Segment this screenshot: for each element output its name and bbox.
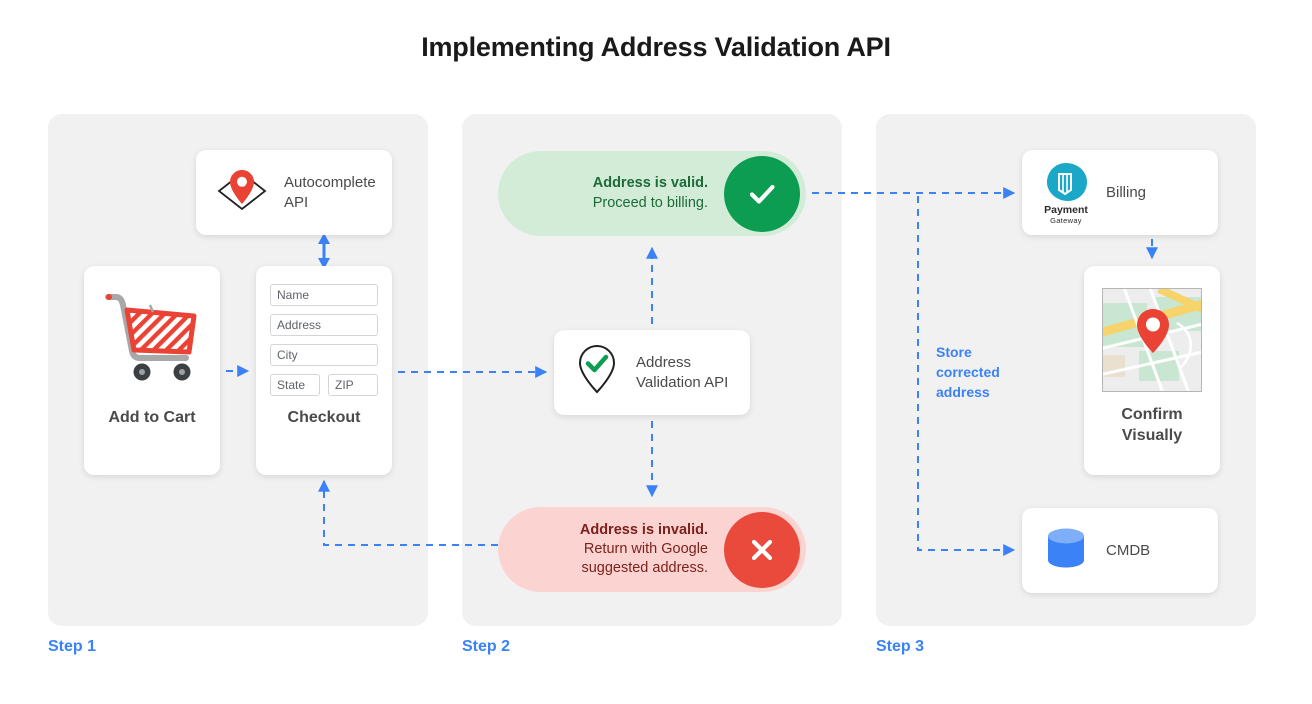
- page-title: Implementing Address Validation API: [421, 32, 891, 62]
- address-invalid-text: Address is invalid. Return with Google s…: [579, 521, 708, 577]
- step-3-label: Step 3: [876, 638, 925, 655]
- step-1-label: Step 1: [48, 638, 97, 655]
- store-corrected-address-note: Store corrected address: [936, 344, 1000, 400]
- cmdb-label: CMDB: [1106, 541, 1151, 559]
- shopping-cart-icon: [98, 288, 206, 391]
- map-thumbnail-icon: [1102, 288, 1202, 392]
- database-icon: [1040, 522, 1092, 579]
- confirm-visually-card[interactable]: Confirm Visually: [1084, 266, 1220, 475]
- city-field[interactable]: City: [270, 344, 378, 366]
- checkout-label: Checkout: [287, 409, 361, 426]
- cmdb-card[interactable]: CMDB: [1022, 508, 1218, 593]
- autocomplete-api-card[interactable]: Autocomplete API: [196, 150, 392, 235]
- pin-check-icon: [572, 342, 622, 403]
- check-icon: [724, 155, 800, 232]
- address-field[interactable]: Address: [270, 314, 378, 336]
- address-validation-api-card[interactable]: Address Validation API: [554, 330, 750, 415]
- autocomplete-api-label: Autocomplete API: [284, 174, 376, 211]
- state-field[interactable]: State: [270, 374, 320, 396]
- checkout-card[interactable]: Name Address City State ZIP Checkout: [256, 266, 392, 475]
- step-2-label: Step 2: [462, 638, 511, 655]
- billing-card[interactable]: Payment Gateway Billing: [1022, 150, 1218, 235]
- name-field[interactable]: Name: [270, 284, 378, 306]
- address-invalid-pill: Address is invalid. Return with Google s…: [498, 507, 806, 592]
- address-validation-api-label: Address Validation API: [636, 354, 729, 391]
- payment-gateway-icon: Payment Gateway: [1040, 160, 1092, 225]
- close-icon: [724, 511, 800, 588]
- zip-field[interactable]: ZIP: [328, 374, 378, 396]
- address-valid-pill: Address is valid. Proceed to billing.: [498, 151, 806, 236]
- checkout-form: Name Address City State ZIP: [270, 284, 378, 396]
- address-valid-text: Address is valid. Proceed to billing.: [592, 175, 708, 211]
- add-to-cart-label: Add to Cart: [108, 409, 196, 426]
- billing-label: Billing: [1106, 183, 1147, 201]
- confirm-visually-label: Confirm Visually: [1121, 405, 1183, 445]
- map-pin-diamond-icon: [214, 164, 270, 221]
- add-to-cart-card[interactable]: Add to Cart: [84, 266, 220, 475]
